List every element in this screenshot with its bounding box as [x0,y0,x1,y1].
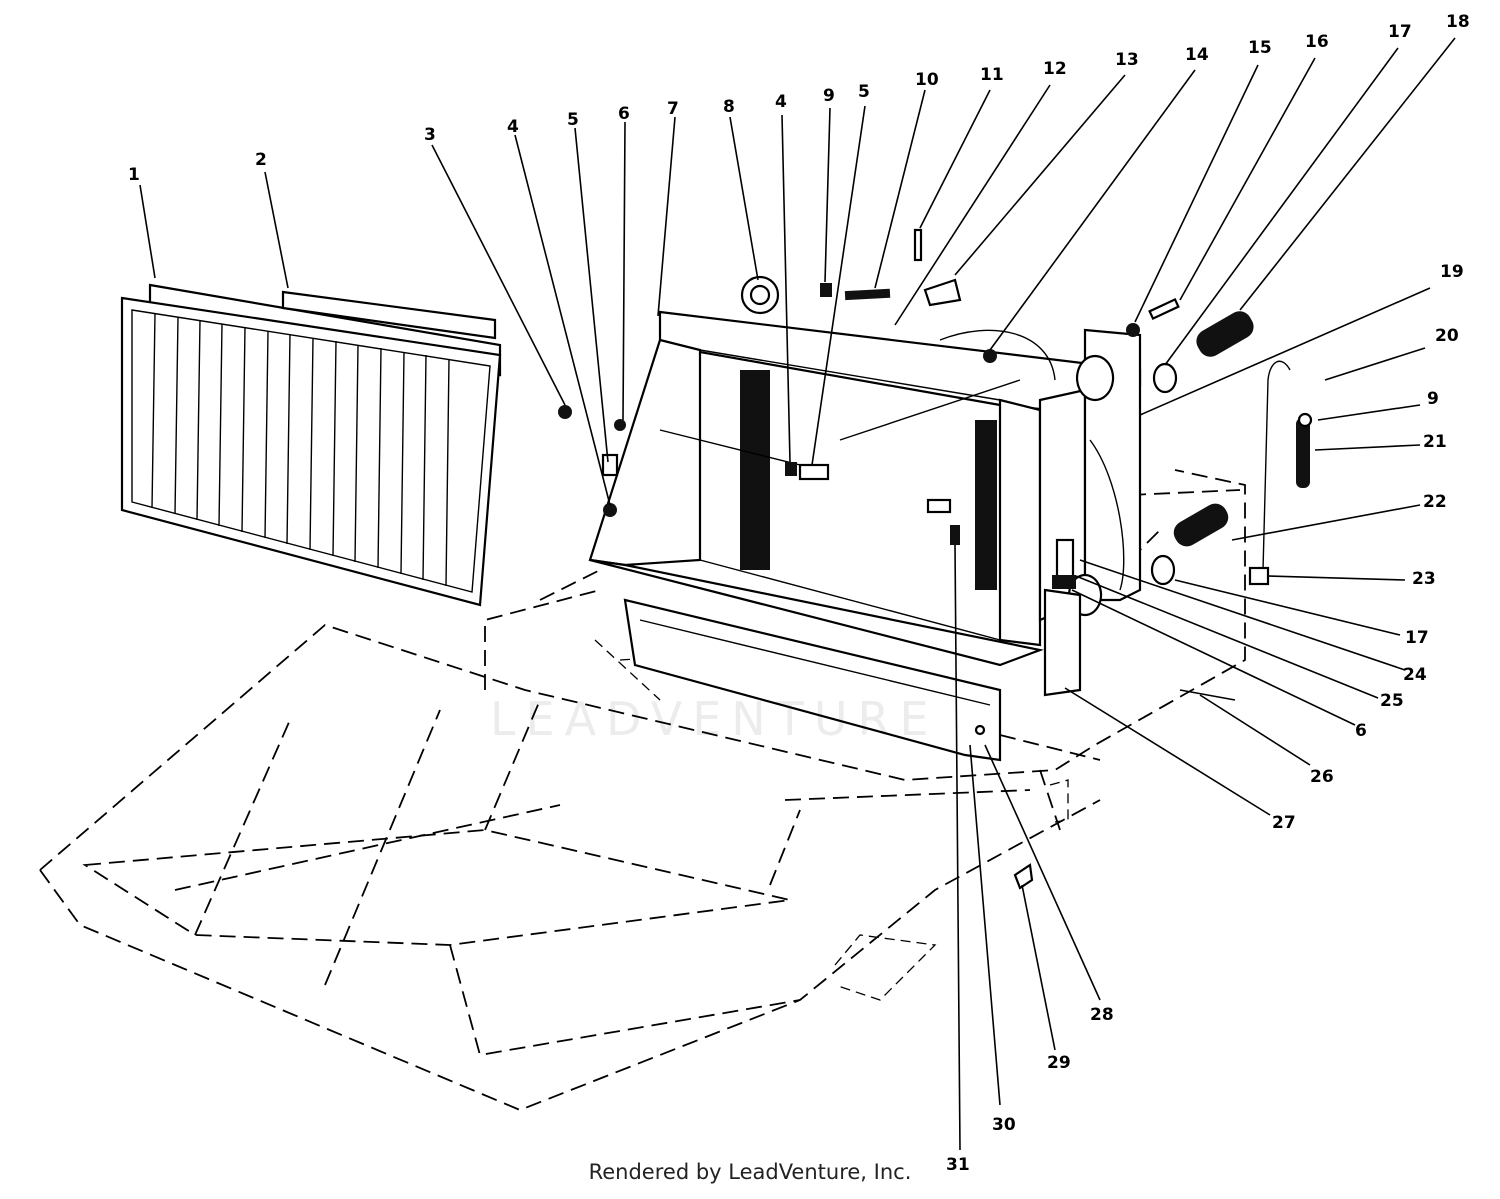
callout-7: 7 [667,99,679,119]
callout-9b: 9 [1427,389,1439,409]
callout-15: 15 [1248,38,1272,58]
callout-22: 22 [1423,492,1447,512]
leader-lines [139,37,1456,1151]
callout-10: 10 [915,70,939,90]
lower-shroud [623,588,1082,762]
callout-26: 26 [1310,767,1334,787]
hardware-items [558,228,1313,890]
screen-panel [120,283,502,607]
callout-labels: 1 2 3 4 5 6 7 8 4 9 5 10 11 12 13 14 15 … [128,12,1470,1175]
callout-3: 3 [424,125,436,145]
callout-2: 2 [255,150,267,170]
callout-9: 9 [823,86,835,106]
callout-28: 28 [1090,1005,1114,1025]
callout-13: 13 [1115,50,1139,70]
callout-8: 8 [723,97,735,117]
callout-1: 1 [128,165,140,185]
callout-17: 17 [1388,22,1412,42]
callout-30: 30 [992,1115,1016,1135]
callout-16: 16 [1305,32,1329,52]
footer-credit: Rendered by LeadVenture, Inc. [588,1160,912,1184]
chassis-outline [39,469,1246,1111]
callout-21: 21 [1423,432,1447,452]
callout-6b: 6 [1355,721,1367,741]
callout-27: 27 [1272,813,1296,833]
watermark: LEADVENTURE [490,692,939,746]
callout-29: 29 [1047,1053,1071,1073]
callout-18: 18 [1446,12,1470,32]
callout-20: 20 [1435,326,1459,346]
callout-14: 14 [1185,45,1209,65]
callout-17b: 17 [1405,628,1429,648]
callout-11: 11 [980,65,1004,85]
callout-12: 12 [1043,59,1067,79]
callout-5: 5 [567,110,579,130]
callout-6: 6 [618,104,630,124]
callout-25: 25 [1380,691,1404,711]
radiator-frame [588,310,1142,667]
callout-19: 19 [1440,262,1464,282]
callout-4: 4 [507,117,519,137]
callout-5b: 5 [858,82,870,102]
callout-24: 24 [1403,665,1427,685]
callout-31: 31 [946,1155,970,1175]
callout-23: 23 [1412,569,1436,589]
callout-4b: 4 [775,92,787,112]
